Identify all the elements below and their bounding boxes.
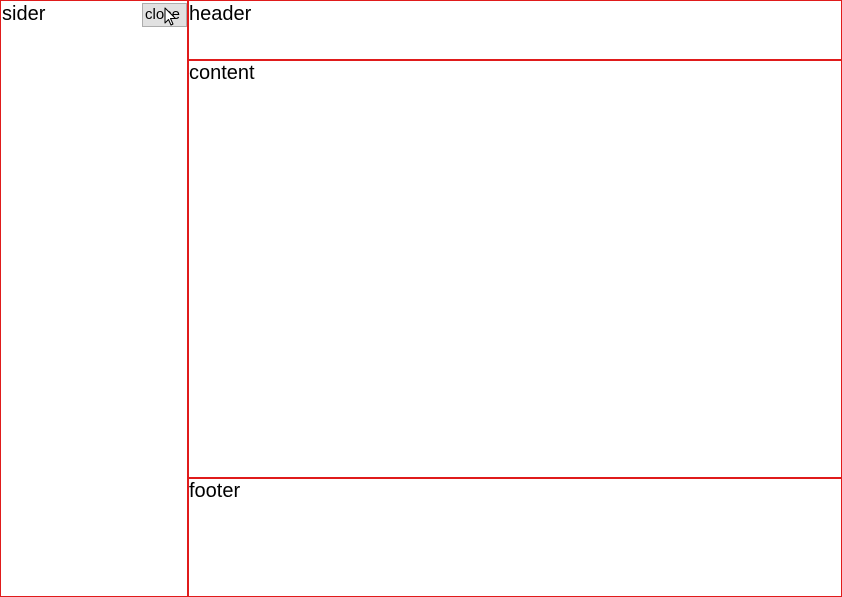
- sider-label: sider: [2, 3, 46, 25]
- content-panel: content: [187, 59, 842, 479]
- main-area: header content footer: [187, 0, 842, 597]
- close-button[interactable]: close: [142, 3, 187, 27]
- content-label: content: [189, 62, 255, 84]
- sider-panel: sider close: [0, 0, 189, 597]
- header-label: header: [189, 3, 252, 25]
- footer-label: footer: [189, 480, 241, 502]
- header-panel: header: [187, 0, 842, 61]
- footer-panel: footer: [187, 477, 842, 597]
